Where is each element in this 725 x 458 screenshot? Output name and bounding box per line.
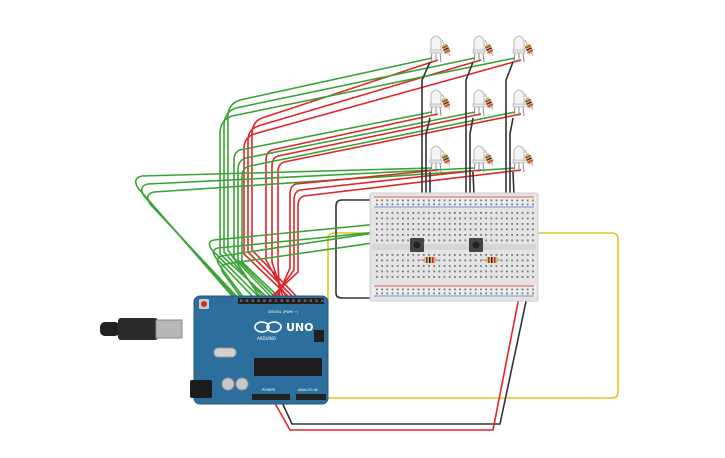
led-grid bbox=[429, 35, 534, 173]
green-wire-bb-4[interactable] bbox=[220, 227, 479, 401]
digital-label: DIGITAL (PWM ~) bbox=[268, 310, 299, 314]
arduino-uno-board[interactable]: UNO ARDUINO DIGITAL (PWM ~) POWER ANALOG… bbox=[100, 295, 329, 405]
led-ground-5[interactable] bbox=[469, 117, 474, 195]
red-wire-led-5[interactable] bbox=[271, 113, 482, 301]
red-wire-led-2[interactable] bbox=[247, 59, 482, 301]
rgb-led-1[interactable] bbox=[429, 35, 443, 63]
breadboard-resistor-1[interactable] bbox=[420, 257, 440, 263]
board-logo-text: UNO bbox=[286, 321, 314, 334]
green-wire-led-6[interactable] bbox=[241, 111, 516, 301]
green-wire-led-9[interactable] bbox=[146, 167, 516, 401]
capacitor-2 bbox=[235, 377, 249, 391]
crystal bbox=[213, 347, 237, 358]
red-wire-led-8[interactable] bbox=[271, 169, 482, 301]
analog-label: ANALOG IN bbox=[298, 388, 318, 392]
led-ground-4[interactable] bbox=[425, 117, 431, 195]
green-wire-led-2[interactable] bbox=[223, 57, 476, 301]
led-resistor-1[interactable] bbox=[441, 39, 451, 57]
power-jack[interactable] bbox=[190, 380, 212, 398]
reset-button-cap[interactable] bbox=[201, 301, 207, 307]
led-ground-2[interactable] bbox=[465, 61, 474, 195]
breadboard[interactable] bbox=[369, 192, 539, 302]
atmega-chip bbox=[254, 358, 322, 376]
green-wire-led-7[interactable] bbox=[134, 167, 433, 401]
pushbutton-1[interactable] bbox=[410, 238, 424, 252]
led-resistor-9[interactable] bbox=[524, 149, 534, 167]
rgb-led-8[interactable] bbox=[472, 145, 486, 173]
rgb-led-7[interactable] bbox=[429, 145, 443, 173]
breadboard-bottom-rail bbox=[372, 285, 536, 297]
breadboard-channel bbox=[372, 244, 536, 250]
led-resistor-2[interactable] bbox=[484, 39, 494, 57]
led-resistor-7[interactable] bbox=[441, 149, 451, 167]
rgb-led-3[interactable] bbox=[512, 35, 526, 63]
rgb-led-5[interactable] bbox=[472, 89, 486, 117]
digital-pins bbox=[240, 299, 324, 302]
breadboard-holes bbox=[376, 199, 534, 295]
pushbutton-2[interactable] bbox=[469, 238, 483, 252]
breadboard-top-rail bbox=[372, 196, 536, 208]
green-wire-bb-2[interactable] bbox=[212, 221, 479, 301]
capacitor-1 bbox=[221, 377, 235, 391]
ground-wire-board-1[interactable] bbox=[279, 291, 529, 425]
led-resistor-5[interactable] bbox=[484, 93, 494, 111]
power-label: POWER bbox=[262, 388, 276, 392]
breadboard-resistor-2[interactable] bbox=[482, 257, 502, 263]
arduino-logo bbox=[254, 321, 282, 333]
led-ground-6[interactable] bbox=[509, 117, 514, 195]
rgb-led-6[interactable] bbox=[512, 89, 526, 117]
led-ground-9[interactable] bbox=[512, 171, 515, 196]
power-header bbox=[252, 394, 290, 400]
led-resistor-4[interactable] bbox=[441, 93, 451, 111]
red-wire-led-1[interactable] bbox=[251, 59, 439, 301]
green-wire-led-5[interactable] bbox=[237, 111, 476, 301]
led-resistor-3[interactable] bbox=[524, 39, 534, 57]
led-ground-1[interactable] bbox=[421, 61, 431, 195]
led-ground-3[interactable] bbox=[505, 61, 514, 195]
red-wire-led-7[interactable] bbox=[275, 169, 439, 301]
green-wire-bb-3[interactable] bbox=[216, 225, 421, 401]
board-body bbox=[193, 295, 329, 405]
analog-header bbox=[296, 394, 326, 400]
red-wire-board-5v[interactable] bbox=[271, 291, 521, 431]
rgb-led-9[interactable] bbox=[512, 145, 526, 173]
led-resistor-8[interactable] bbox=[484, 149, 494, 167]
rgb-led-2[interactable] bbox=[472, 35, 486, 63]
red-wire-led-3[interactable] bbox=[243, 59, 522, 301]
red-wire-led-9[interactable] bbox=[267, 169, 522, 301]
green-wire-led-1[interactable] bbox=[227, 57, 433, 301]
usb-cable[interactable] bbox=[100, 318, 183, 340]
green-wire-led-8[interactable] bbox=[140, 167, 476, 401]
green-wire-led-4[interactable] bbox=[233, 111, 433, 301]
board-brand-text: ARDUINO bbox=[257, 336, 276, 341]
green-wire-led-3[interactable] bbox=[219, 57, 516, 301]
rgb-led-4[interactable] bbox=[429, 89, 443, 117]
green-wire-bb-1[interactable] bbox=[208, 219, 421, 301]
wires-layer bbox=[134, 57, 619, 431]
ground-wire-breadboard-left[interactable] bbox=[335, 199, 378, 299]
led-ground-8[interactable] bbox=[472, 171, 475, 196]
icsp-header bbox=[314, 330, 324, 342]
led-resistor-6[interactable] bbox=[524, 93, 534, 111]
yellow-wire-button-2[interactable] bbox=[322, 232, 619, 399]
